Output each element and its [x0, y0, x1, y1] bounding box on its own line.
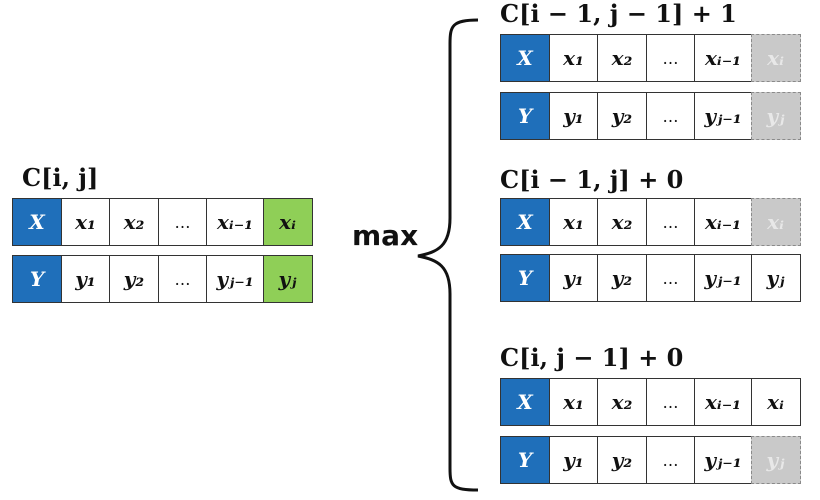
- x-cell-i: xᵢ: [262, 198, 313, 246]
- x-cell-i-minus-1: xᵢ₋₁: [694, 198, 752, 246]
- case2-y-sequence: Y y₁ y₂ … yⱼ₋₁ yⱼ: [500, 254, 801, 302]
- y-cell-ellipsis: …: [157, 255, 208, 303]
- y-cell-1: y₁: [548, 436, 599, 484]
- x-cell-ellipsis: …: [645, 34, 696, 82]
- case3-y-sequence: Y y₁ y₂ … yⱼ₋₁ yⱼ: [500, 436, 801, 484]
- x-header-cell: X: [500, 378, 550, 426]
- case2-x-sequence: X x₁ x₂ … xᵢ₋₁ xᵢ: [500, 198, 801, 246]
- x-cell-i-excluded: xᵢ: [750, 198, 801, 246]
- y-cell-j-excluded: yⱼ: [750, 436, 801, 484]
- x-header-cell: X: [500, 34, 550, 82]
- case3-label: C[i, j − 1] + 0: [500, 343, 684, 372]
- x-cell-2: x₂: [597, 198, 647, 246]
- case1-x-sequence: X x₁ x₂ … xᵢ₋₁ xᵢ: [500, 34, 801, 82]
- case1-label: C[i − 1, j − 1] + 1: [500, 0, 737, 28]
- x-cell-2: x₂: [597, 378, 647, 426]
- y-cell-j-excluded: yⱼ: [750, 92, 801, 140]
- x-cell-1: x₁: [548, 378, 599, 426]
- y-cell-ellipsis: …: [645, 436, 696, 484]
- y-cell-1: y₁: [548, 92, 599, 140]
- y-header-cell: Y: [500, 254, 550, 302]
- x-cell-i-minus-1: xᵢ₋₁: [694, 378, 752, 426]
- left-y-sequence: Y y₁ y₂ … yⱼ₋₁ yⱼ: [12, 255, 313, 303]
- x-cell-1: x₁: [548, 198, 599, 246]
- y-cell-1: y₁: [548, 254, 599, 302]
- y-cell-ellipsis: …: [645, 92, 696, 140]
- y-cell-2: y₂: [597, 92, 647, 140]
- y-cell-ellipsis: …: [645, 254, 696, 302]
- case1-y-sequence: Y y₁ y₂ … yⱼ₋₁ yⱼ: [500, 92, 801, 140]
- max-operator: max: [352, 219, 419, 252]
- left-x-sequence: X x₁ x₂ … xᵢ₋₁ xᵢ: [12, 198, 313, 246]
- x-cell-i-minus-1: xᵢ₋₁: [694, 34, 752, 82]
- y-cell-j: yⱼ: [262, 255, 313, 303]
- y-header-cell: Y: [12, 255, 62, 303]
- x-cell-ellipsis: …: [645, 378, 696, 426]
- y-cell-j: yⱼ: [750, 254, 801, 302]
- case3-x-sequence: X x₁ x₂ … xᵢ₋₁ xᵢ: [500, 378, 801, 426]
- x-header-cell: X: [12, 198, 62, 246]
- y-cell-2: y₂: [109, 255, 159, 303]
- y-cell-j-minus-1: yⱼ₋₁: [694, 254, 752, 302]
- x-cell-2: x₂: [597, 34, 647, 82]
- x-cell-ellipsis: …: [645, 198, 696, 246]
- y-header-cell: Y: [500, 92, 550, 140]
- y-cell-j-minus-1: yⱼ₋₁: [694, 92, 752, 140]
- y-cell-2: y₂: [597, 436, 647, 484]
- left-label: C[i, j]: [22, 163, 99, 192]
- x-cell-1: x₁: [548, 34, 599, 82]
- x-cell-i-excluded: xᵢ: [750, 34, 801, 82]
- x-cell-i: xᵢ: [750, 378, 801, 426]
- case2-label: C[i − 1, j] + 0: [500, 165, 684, 194]
- x-cell-2: x₂: [109, 198, 159, 246]
- y-cell-j-minus-1: yⱼ₋₁: [206, 255, 264, 303]
- x-header-cell: X: [500, 198, 550, 246]
- y-cell-2: y₂: [597, 254, 647, 302]
- y-header-cell: Y: [500, 436, 550, 484]
- y-cell-j-minus-1: yⱼ₋₁: [694, 436, 752, 484]
- y-cell-1: y₁: [60, 255, 111, 303]
